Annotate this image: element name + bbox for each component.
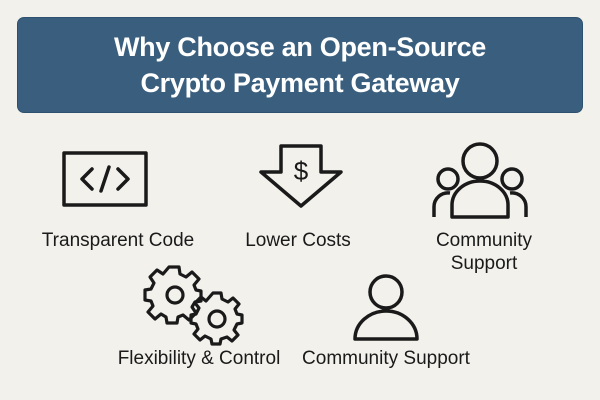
svg-text:$: $ — [294, 156, 309, 186]
title-line-1: Why Choose an Open-Source — [113, 32, 487, 62]
feature-label-community-support: Community Support — [302, 348, 470, 369]
group-icon — [432, 141, 528, 219]
person-icon — [352, 274, 420, 342]
gears-icon — [143, 265, 245, 346]
feature-label-transparent-code: Transparent Code — [41, 230, 195, 251]
feature-label-lower-costs: Lower Costs — [245, 230, 351, 251]
feature-label-flexibility-control: Flexibility & Control — [117, 348, 281, 369]
dollar-down-arrow-icon: $ — [259, 144, 343, 208]
title-line-2: Crypto Payment Gateway — [140, 68, 460, 98]
label-line-2: Support — [450, 253, 518, 274]
title-banner: Why Choose an Open-Source Crypto Payment… — [17, 17, 583, 113]
label-line-1: Community — [435, 230, 533, 251]
code-icon — [62, 151, 148, 207]
feature-label-community-support-group: Community Support — [436, 229, 532, 275]
